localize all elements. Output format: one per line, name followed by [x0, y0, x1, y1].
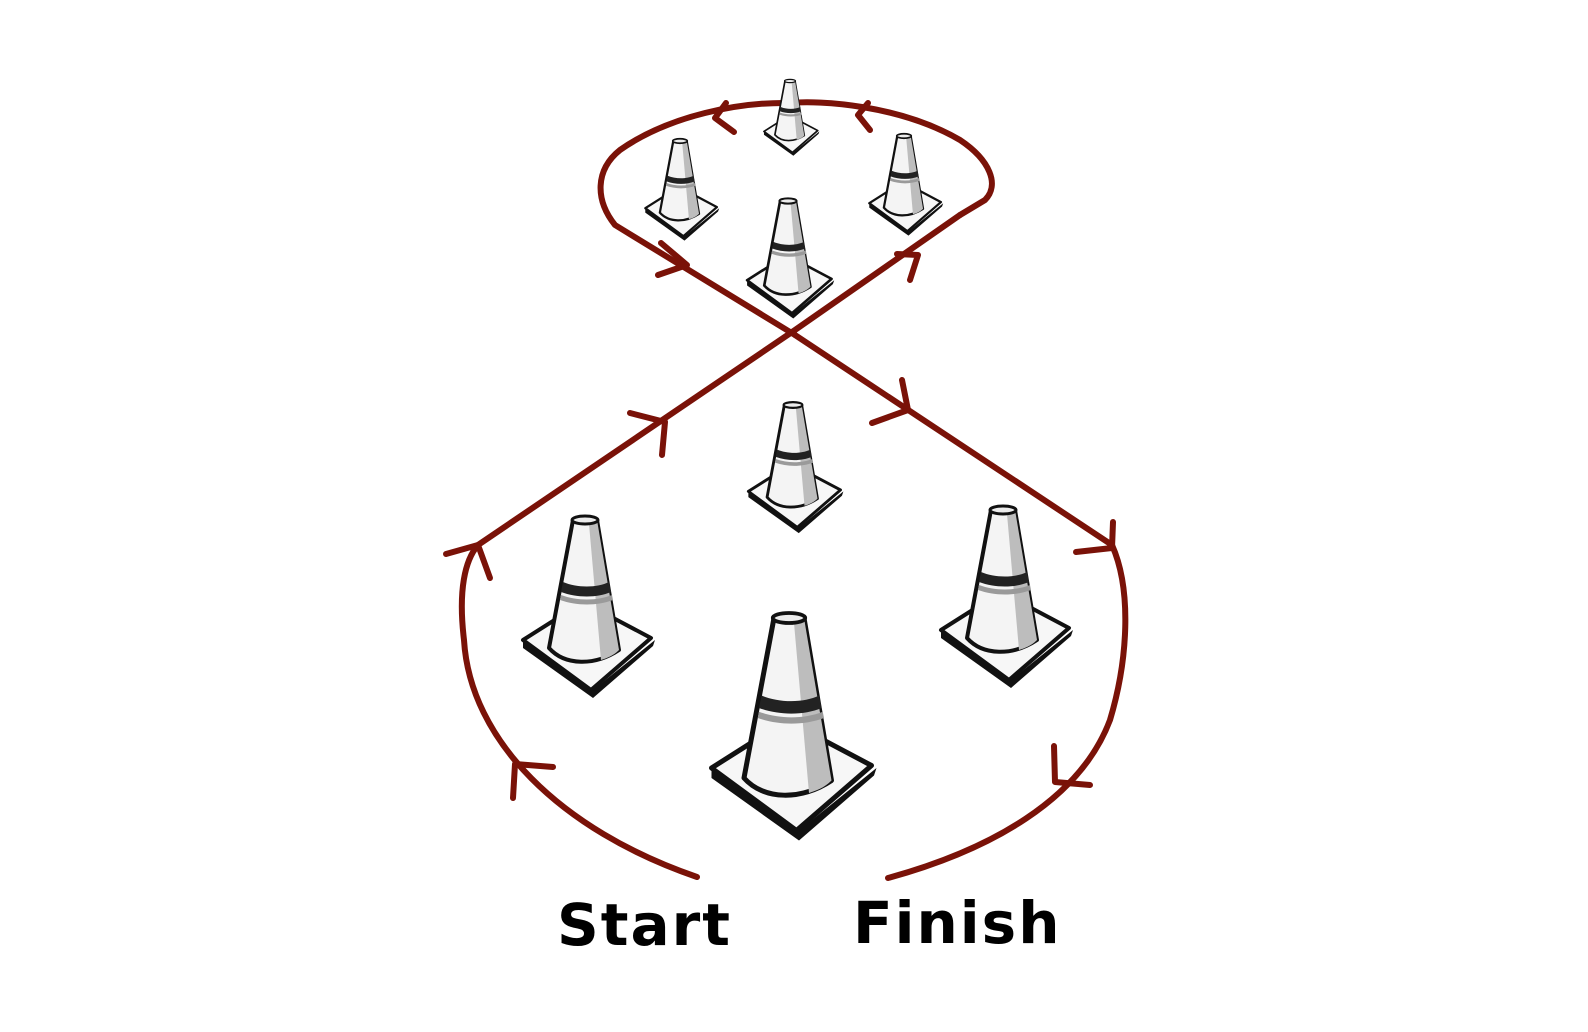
traffic-cone-icon: [746, 400, 845, 535]
direction-arrow-icon: [1051, 743, 1093, 788]
traffic-cone-icon: [712, 613, 877, 841]
direction-arrow-icon: [894, 251, 921, 283]
path-left-loop: [458, 212, 963, 880]
finish-label: Finish: [853, 889, 1062, 957]
traffic-cone-icon: [521, 514, 657, 700]
direction-arrow-icon: [627, 410, 668, 458]
direction-arrow-icon: [443, 542, 493, 581]
traffic-cone-icon: [644, 137, 721, 242]
path-right-loop: [792, 332, 1129, 881]
direction-arrow-icon: [510, 761, 556, 801]
start-label: Start: [557, 891, 732, 959]
direction-arrow-icon: [869, 377, 911, 426]
direction-arrow-icon: [855, 100, 873, 133]
direction-arrow-icon: [712, 100, 737, 135]
traffic-cone-icon: [868, 132, 945, 237]
direction-arrow-icon: [655, 240, 690, 278]
course-path: [443, 99, 1129, 881]
direction-arrow-icon: [1073, 519, 1116, 555]
traffic-cone-icon: [939, 504, 1075, 690]
traffic-cone-icon: [745, 197, 836, 320]
traffic-cone-icon: [763, 78, 821, 157]
